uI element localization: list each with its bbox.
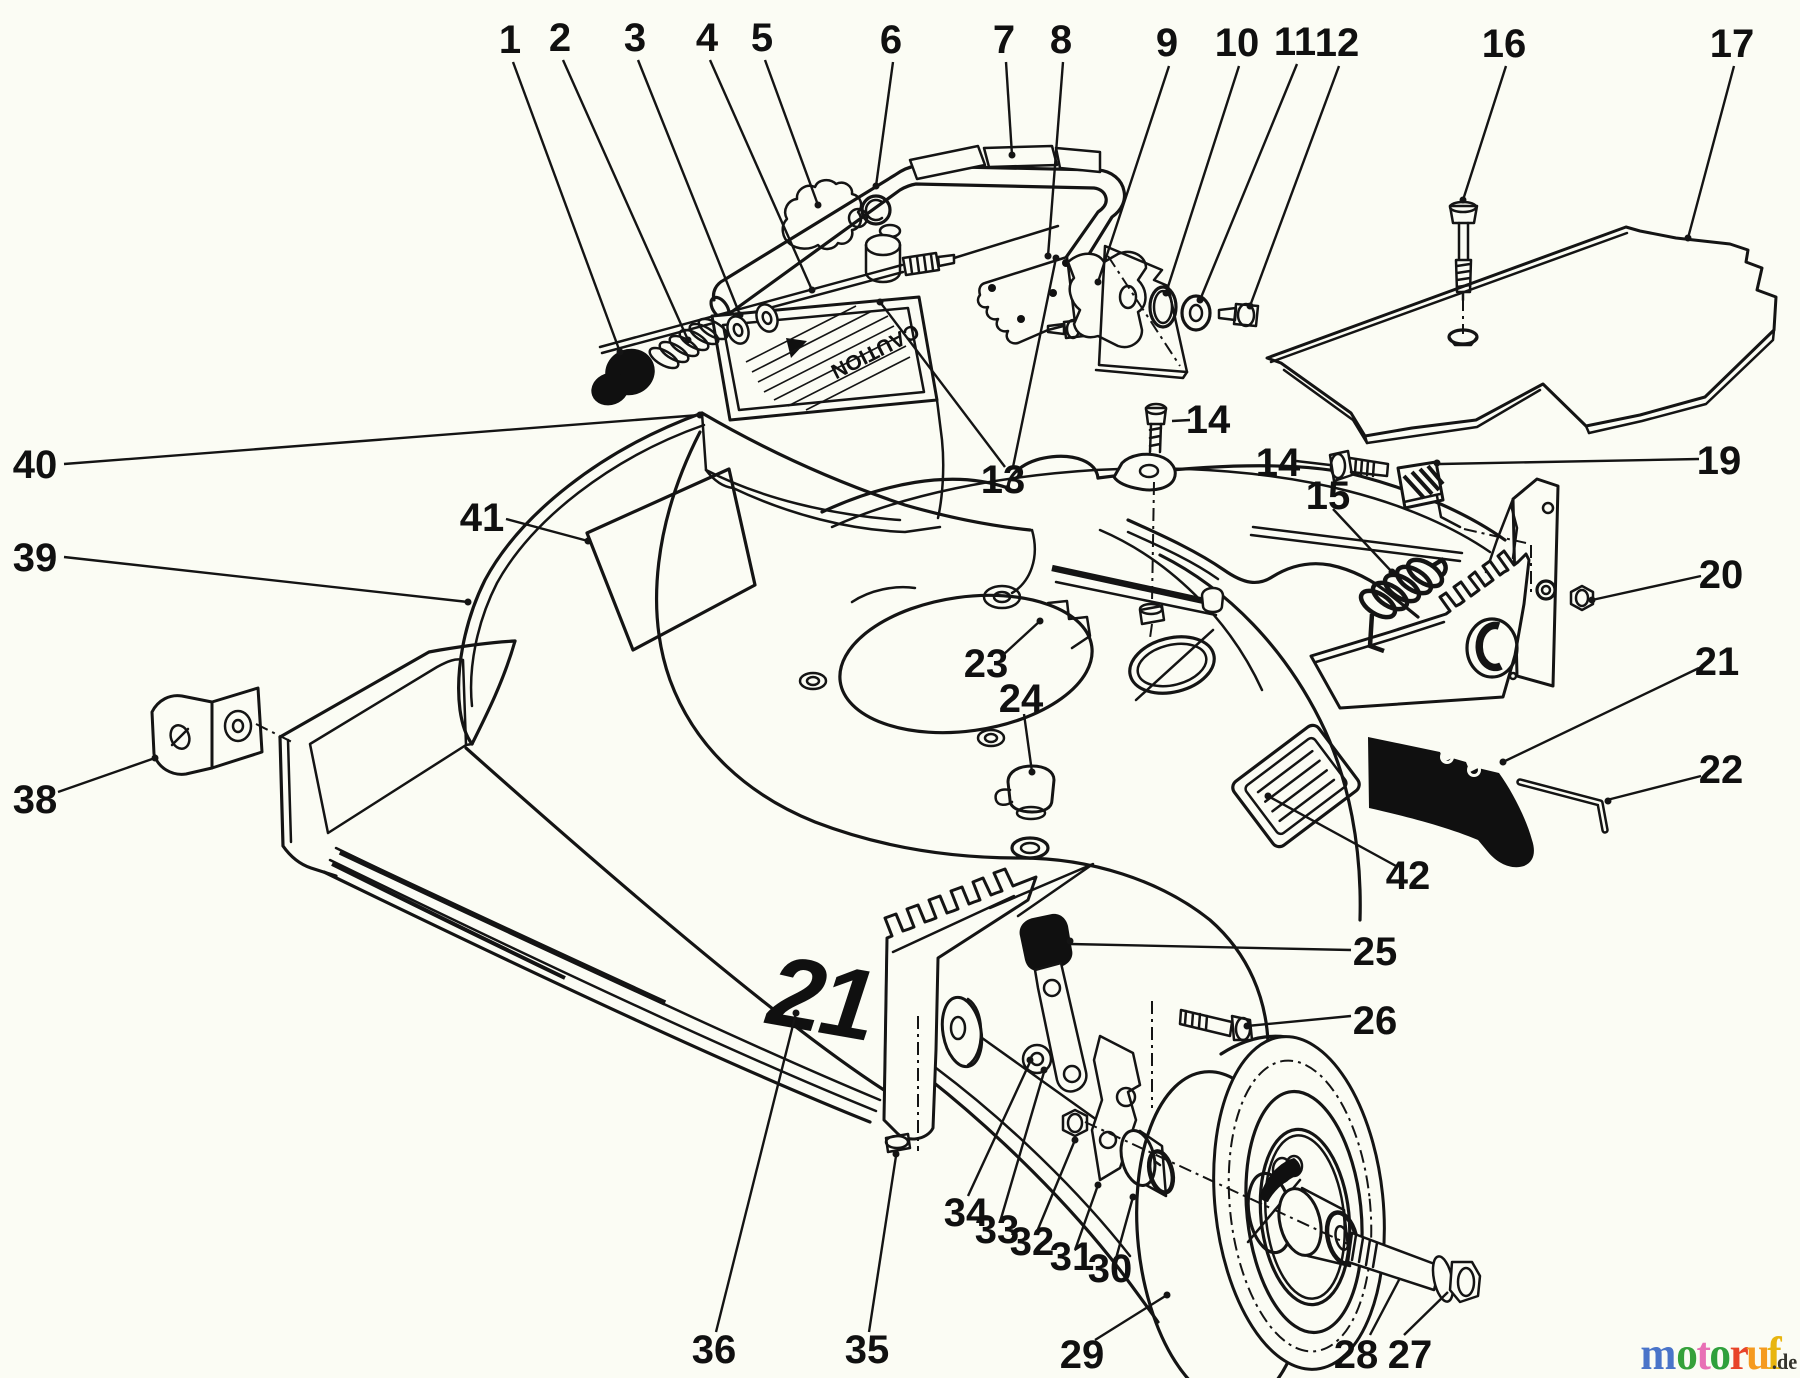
svg-text:27: 27 [1388,1333,1433,1377]
svg-text:5: 5 [751,16,773,60]
svg-text:o: o [1676,1327,1698,1378]
svg-text:t: t [1696,1327,1710,1378]
svg-text:41: 41 [460,496,505,540]
svg-text:20: 20 [1699,553,1744,597]
svg-text:2: 2 [549,16,571,60]
svg-text:23: 23 [964,642,1009,686]
svg-text:28: 28 [1334,1333,1379,1377]
svg-text:f: f [1767,1327,1782,1378]
svg-text:38: 38 [13,778,58,822]
svg-text:29: 29 [1060,1333,1105,1377]
svg-text:34: 34 [944,1191,989,1235]
svg-text:7: 7 [993,18,1015,62]
svg-text:39: 39 [13,536,58,580]
svg-text:u: u [1746,1327,1770,1378]
svg-text:6: 6 [880,18,902,62]
svg-text:8: 8 [1050,18,1072,62]
svg-text:17: 17 [1710,22,1755,66]
svg-text:14: 14 [1256,441,1301,485]
svg-text:40: 40 [13,443,58,487]
svg-text:1: 1 [499,18,521,62]
svg-text:r: r [1730,1327,1749,1378]
svg-text:22: 22 [1699,748,1744,792]
svg-text:26: 26 [1353,999,1398,1043]
svg-text:30: 30 [1088,1247,1133,1291]
svg-text:11: 11 [1274,20,1316,64]
svg-text:10: 10 [1215,21,1260,65]
svg-text:9: 9 [1156,21,1178,65]
svg-text:25: 25 [1353,930,1398,974]
svg-text:21: 21 [1695,640,1740,684]
svg-text:16: 16 [1482,22,1527,66]
svg-text:m: m [1640,1327,1676,1378]
svg-text:33: 33 [975,1208,1020,1252]
svg-text:o: o [1709,1327,1731,1378]
svg-text:32: 32 [1010,1220,1055,1264]
svg-text:31: 31 [1050,1235,1095,1279]
svg-text:36: 36 [692,1328,737,1372]
svg-text:.de: .de [1772,1349,1797,1374]
svg-text:35: 35 [845,1328,890,1372]
svg-text:42: 42 [1386,854,1431,898]
svg-text:15: 15 [1306,474,1351,518]
svg-text:3: 3 [624,16,646,60]
svg-text:4: 4 [696,16,719,60]
svg-text:12: 12 [1315,21,1360,65]
svg-text:19: 19 [1697,439,1742,483]
svg-text:24: 24 [999,677,1044,721]
svg-text:14: 14 [1186,398,1231,442]
